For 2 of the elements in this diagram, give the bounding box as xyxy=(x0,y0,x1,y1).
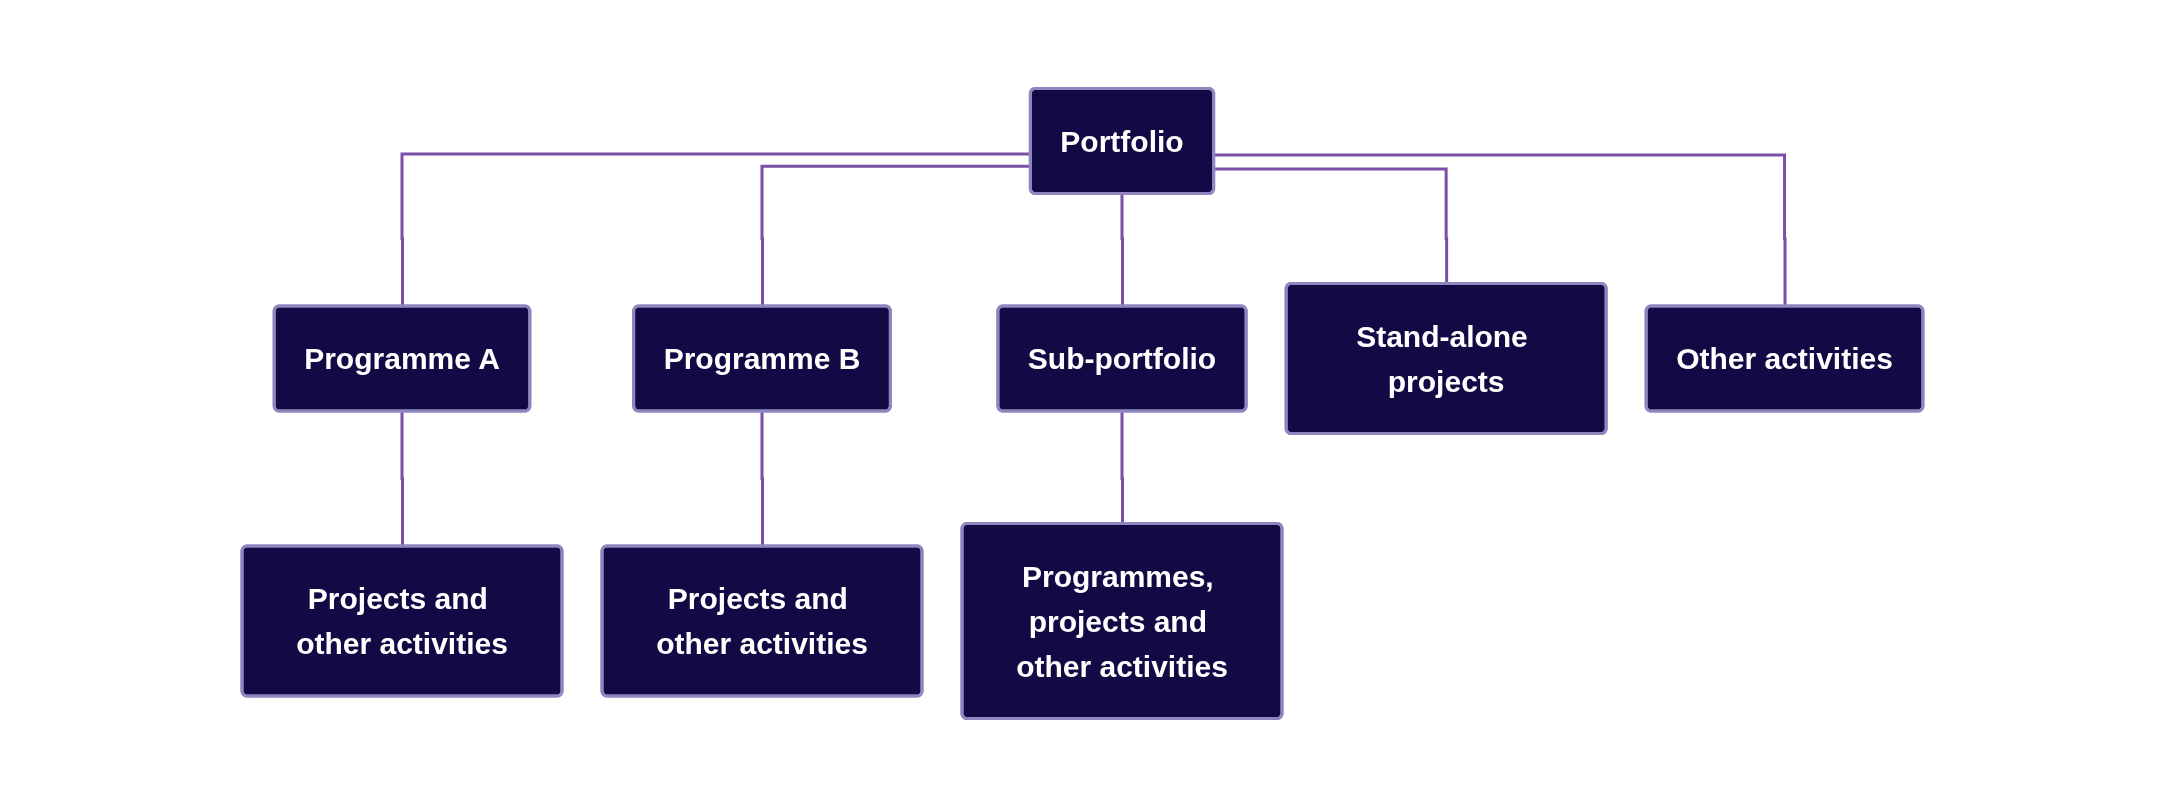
connector xyxy=(1213,167,1448,284)
connector xyxy=(1213,153,1787,307)
